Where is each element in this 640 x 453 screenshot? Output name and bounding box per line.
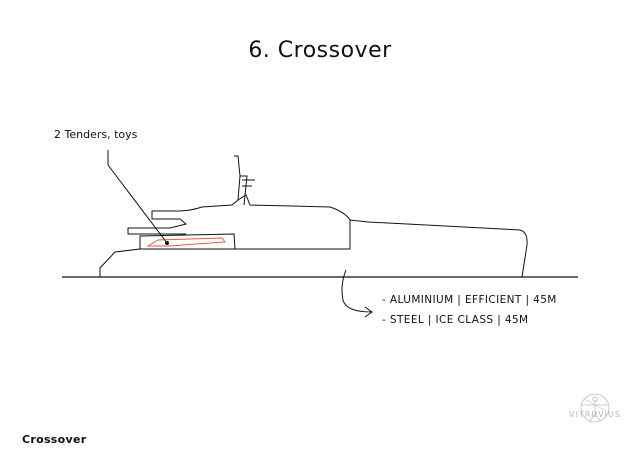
footer-label: Crossover [22,433,87,446]
spec-steel: - STEEL | ICE CLASS | 45M [382,314,529,326]
spec-arrow-head [364,306,373,318]
vitruvian-man-icon [580,393,610,423]
tenders-callout-label: 2 Tenders, toys [54,128,138,141]
callout-leader-diagonal [107,164,168,244]
tender-shape [146,237,226,247]
hull-outline [99,219,528,278]
spec-arrow [341,269,373,313]
spec-aluminium: - ALUMINIUM | EFFICIENT | 45M [382,294,557,306]
page-title: 6. Crossover [248,38,392,63]
superstructure-outline [127,194,351,235]
tender-garage-outline [139,233,236,250]
callout-dot [165,241,169,245]
logo-wordmark: VITRUVIUS [569,410,621,419]
mast [234,155,255,206]
